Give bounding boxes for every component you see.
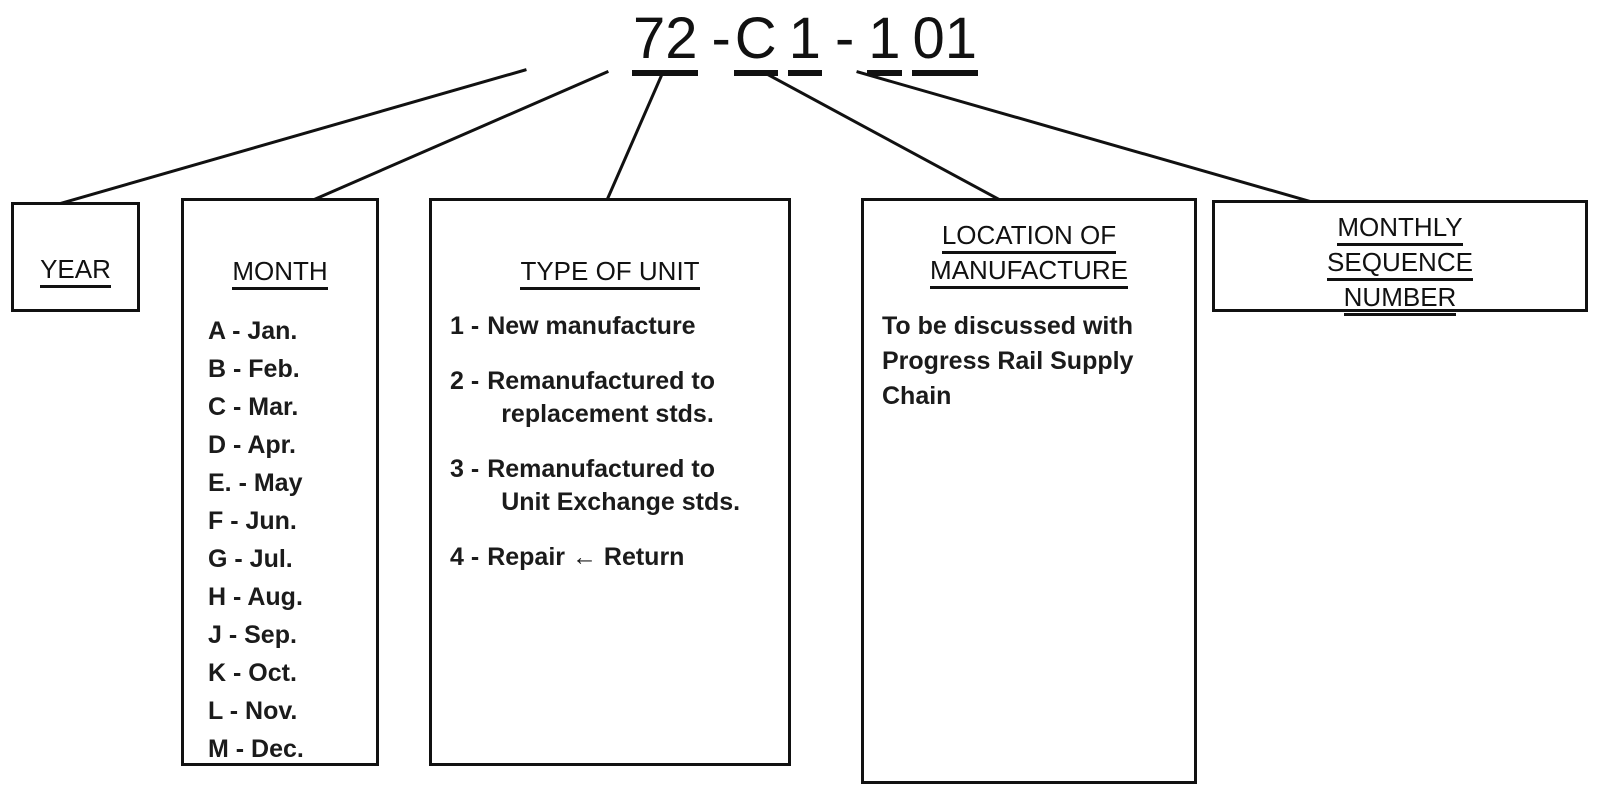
list-item: E. - May <box>208 469 303 497</box>
box-type-of-unit: TYPE OF UNIT 1 - New manufacture 2 - Rem… <box>429 198 791 766</box>
box-monthly-sequence-number-title: MONTHLY SEQUENCE NUMBER <box>1215 211 1585 316</box>
box-year: YEAR <box>11 202 140 312</box>
code-segment-type: 1 <box>787 6 823 76</box>
code-segment-sequence: 01 <box>911 6 978 76</box>
list-item: 4 - Repair ← Return <box>450 543 685 571</box>
leader-year <box>60 68 527 205</box>
leader-type <box>605 70 665 202</box>
box-month: MONTH A - Jan. B - Feb. C - Mar. D - Apr… <box>181 198 379 766</box>
leader-location <box>760 69 1003 203</box>
list-item: L - Nov. <box>208 697 298 725</box>
box-location-of-manufacture: LOCATION OF MANUFACTURE To be discussed … <box>861 198 1197 784</box>
list-item: J - Sep. <box>208 621 297 649</box>
list-item: B - Feb. <box>208 355 300 383</box>
month-list: A - Jan. B - Feb. C - Mar. D - Apr. E. -… <box>208 312 376 768</box>
leader-month <box>311 70 609 202</box>
list-item: M - Dec. <box>208 735 304 763</box>
type-of-unit-list: 1 - New manufacture 2 - Remanufactured t… <box>450 310 788 574</box>
box-type-of-unit-title: TYPE OF UNIT <box>432 255 788 290</box>
leader-sequence <box>856 70 1314 204</box>
box-monthly-sequence-number: MONTHLY SEQUENCE NUMBER <box>1212 200 1588 316</box>
code-segment-location: 1 <box>867 6 902 76</box>
list-item: H - Aug. <box>208 583 303 611</box>
code-segment-year: 72 <box>631 6 698 76</box>
code-dash-2: - <box>834 6 855 71</box>
code-dash-1: - <box>711 6 731 71</box>
code-segment-month: C <box>733 6 778 76</box>
list-item: K - Oct. <box>208 659 297 687</box>
box-location-of-manufacture-title: LOCATION OF MANUFACTURE <box>864 219 1194 289</box>
list-item: 2 - Remanufactured to replacement stds. <box>450 367 715 428</box>
list-item: G - Jul. <box>208 545 293 573</box>
list-item: A - Jan. <box>208 317 298 345</box>
location-of-manufacture-body: To be discussed with Progress Rail Suppl… <box>882 312 1134 410</box>
list-item: 3 - Remanufactured to Unit Exchange stds… <box>450 455 741 516</box>
box-month-title: MONTH <box>184 255 376 290</box>
box-year-title: YEAR <box>14 253 137 288</box>
list-item: C - Mar. <box>208 393 299 421</box>
list-item: F - Jun. <box>208 507 297 535</box>
list-item: 1 - New manufacture <box>450 312 696 340</box>
list-item: D - Apr. <box>208 431 296 459</box>
